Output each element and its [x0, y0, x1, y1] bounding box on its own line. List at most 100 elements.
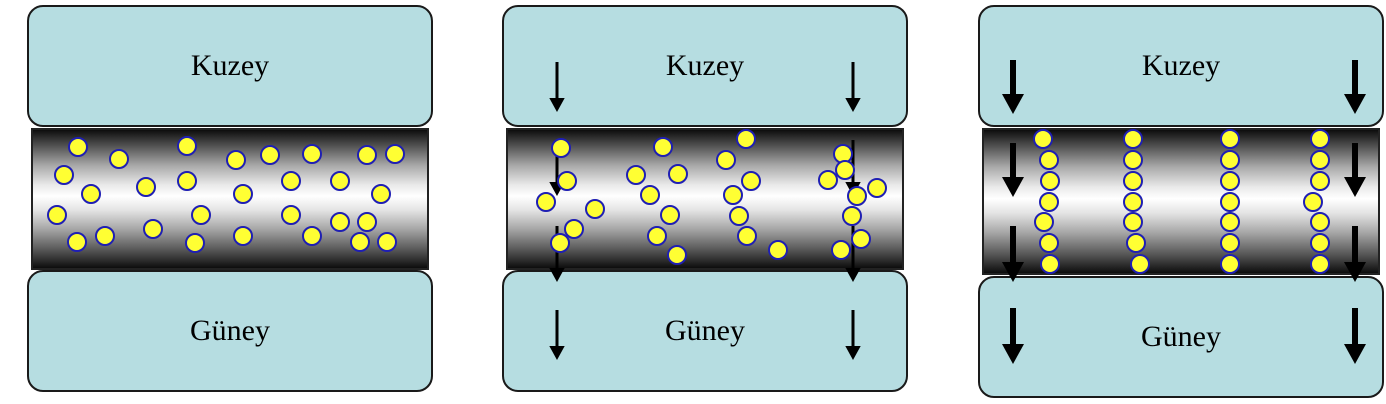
south-pole: Güney [27, 270, 433, 392]
particle [647, 226, 667, 246]
north-pole-label: Kuzey [190, 49, 270, 82]
south-pole: Güney [978, 276, 1384, 398]
field-arrow-icon [1002, 226, 1024, 282]
particle [302, 144, 322, 164]
field-arrow-icon [549, 310, 565, 360]
particle [54, 165, 74, 185]
particle [1033, 129, 1053, 149]
particle [1220, 192, 1240, 212]
particle [551, 138, 571, 158]
particle [716, 150, 736, 170]
north-pole: Kuzey [978, 5, 1384, 127]
south-pole: Güney [502, 270, 908, 392]
particle [233, 184, 253, 204]
particle [1123, 129, 1143, 149]
north-pole: Kuzey [27, 5, 433, 127]
particle [1310, 212, 1330, 232]
particle [1040, 254, 1060, 274]
particle [741, 171, 761, 191]
particle [385, 144, 405, 164]
particle [626, 165, 646, 185]
panel-strong-field: Kuzey Güney [978, 0, 1386, 404]
particle [835, 160, 855, 180]
particle [768, 240, 788, 260]
particle [818, 170, 838, 190]
particle [536, 192, 556, 212]
particle [233, 226, 253, 246]
field-arrow-icon [1002, 308, 1024, 364]
particle [1220, 129, 1240, 149]
particle [653, 137, 673, 157]
particle [737, 226, 757, 246]
particle [1220, 150, 1240, 170]
south-pole-label: Güney [665, 314, 745, 347]
particle [260, 145, 280, 165]
particle [1123, 212, 1143, 232]
particle [1040, 171, 1060, 191]
field-arrow-icon [549, 62, 565, 112]
particle [867, 178, 887, 198]
south-pole-label: Güney [1141, 320, 1221, 353]
particle [1126, 233, 1146, 253]
particle-overlay [47, 136, 405, 253]
particle [350, 232, 370, 252]
particle [281, 205, 301, 225]
particle [1220, 233, 1240, 253]
particle-overlay [1002, 60, 1366, 364]
field-arrow-icon [1344, 60, 1366, 114]
particle [1039, 192, 1059, 212]
particle [302, 226, 322, 246]
particle [1039, 233, 1059, 253]
particle [281, 171, 301, 191]
particle-overlay [536, 62, 887, 360]
particle [847, 186, 867, 206]
particle [1220, 171, 1240, 191]
field-arrow-icon [845, 310, 861, 360]
particle [81, 184, 101, 204]
field-arrow-icon [845, 62, 861, 112]
particle [177, 171, 197, 191]
particle [851, 229, 871, 249]
particle [1123, 171, 1143, 191]
field-arrow-icon [1002, 143, 1024, 197]
particle [729, 206, 749, 226]
particle [1310, 233, 1330, 253]
particle [668, 164, 688, 184]
field-arrow-icon [1002, 60, 1024, 114]
particle [95, 226, 115, 246]
particle [1123, 150, 1143, 170]
particle [640, 185, 660, 205]
panel-no-field: Kuzey Güney [27, 0, 451, 404]
north-pole: Kuzey [502, 5, 908, 127]
particle [377, 232, 397, 252]
particle [136, 177, 156, 197]
particle [736, 129, 756, 149]
particle [1310, 254, 1330, 274]
particle [67, 232, 87, 252]
particle [564, 219, 584, 239]
panel-weak-field: Kuzey Güney [502, 0, 926, 404]
particle [1310, 171, 1330, 191]
particle [1220, 254, 1240, 274]
particle [177, 136, 197, 156]
particle [143, 219, 163, 239]
particle [723, 185, 743, 205]
particle [1123, 192, 1143, 212]
particle [1034, 212, 1054, 232]
particle [226, 150, 246, 170]
north-pole-label: Kuzey [665, 49, 745, 82]
south-pole-label: Güney [190, 314, 270, 347]
particle [1220, 212, 1240, 232]
north-pole-label: Kuzey [1141, 49, 1221, 82]
particle [330, 212, 350, 232]
particle [667, 245, 687, 265]
particle [185, 233, 205, 253]
particle [1039, 150, 1059, 170]
particle [585, 199, 605, 219]
field-arrow-icon [1344, 226, 1366, 282]
particle [1130, 254, 1150, 274]
particle [550, 233, 570, 253]
particle [47, 205, 67, 225]
field-arrow-icon [1344, 143, 1366, 197]
particle [1310, 129, 1330, 149]
